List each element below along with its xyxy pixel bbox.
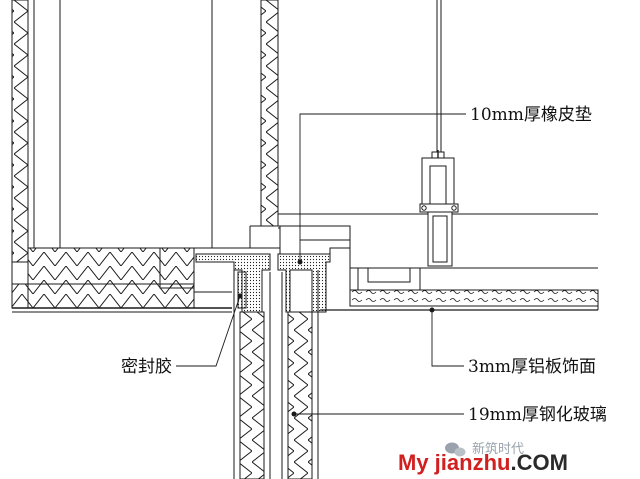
- watermark-site-suffix: .COM: [510, 450, 567, 475]
- hanger-bracket: [419, 157, 459, 267]
- watermark-site-prefix: My jianzhu: [398, 450, 510, 475]
- leader-dots: [237, 259, 435, 417]
- aluminum-panel: [320, 289, 599, 311]
- label-sealant: 密封胶: [121, 357, 172, 377]
- label-tempered-glass: 19mm厚钢化玻璃: [468, 405, 607, 425]
- leader-lines: [176, 113, 466, 415]
- wechat-icon: [445, 442, 466, 457]
- watermark: 新筑时代 My jianzhu.COM: [398, 441, 568, 475]
- glass-clamp-left: [195, 253, 271, 313]
- watermark-site: My jianzhu.COM: [398, 450, 568, 475]
- glass-pane-right: [281, 270, 319, 479]
- hanger-rod: [431, 0, 445, 164]
- aluminum-channel: [357, 267, 421, 291]
- watermark-wechat-name: 新筑时代: [472, 441, 524, 457]
- left-panel: [11, 0, 213, 263]
- label-aluminum-panel: 3mm厚铝板饰面: [468, 357, 596, 377]
- sealant-bead: [237, 271, 247, 309]
- base-board: [11, 247, 232, 313]
- center-panel: [212, 0, 280, 249]
- label-rubber-pad: 10mm厚橡皮垫: [470, 105, 592, 125]
- glass-clamp-right: [277, 225, 351, 313]
